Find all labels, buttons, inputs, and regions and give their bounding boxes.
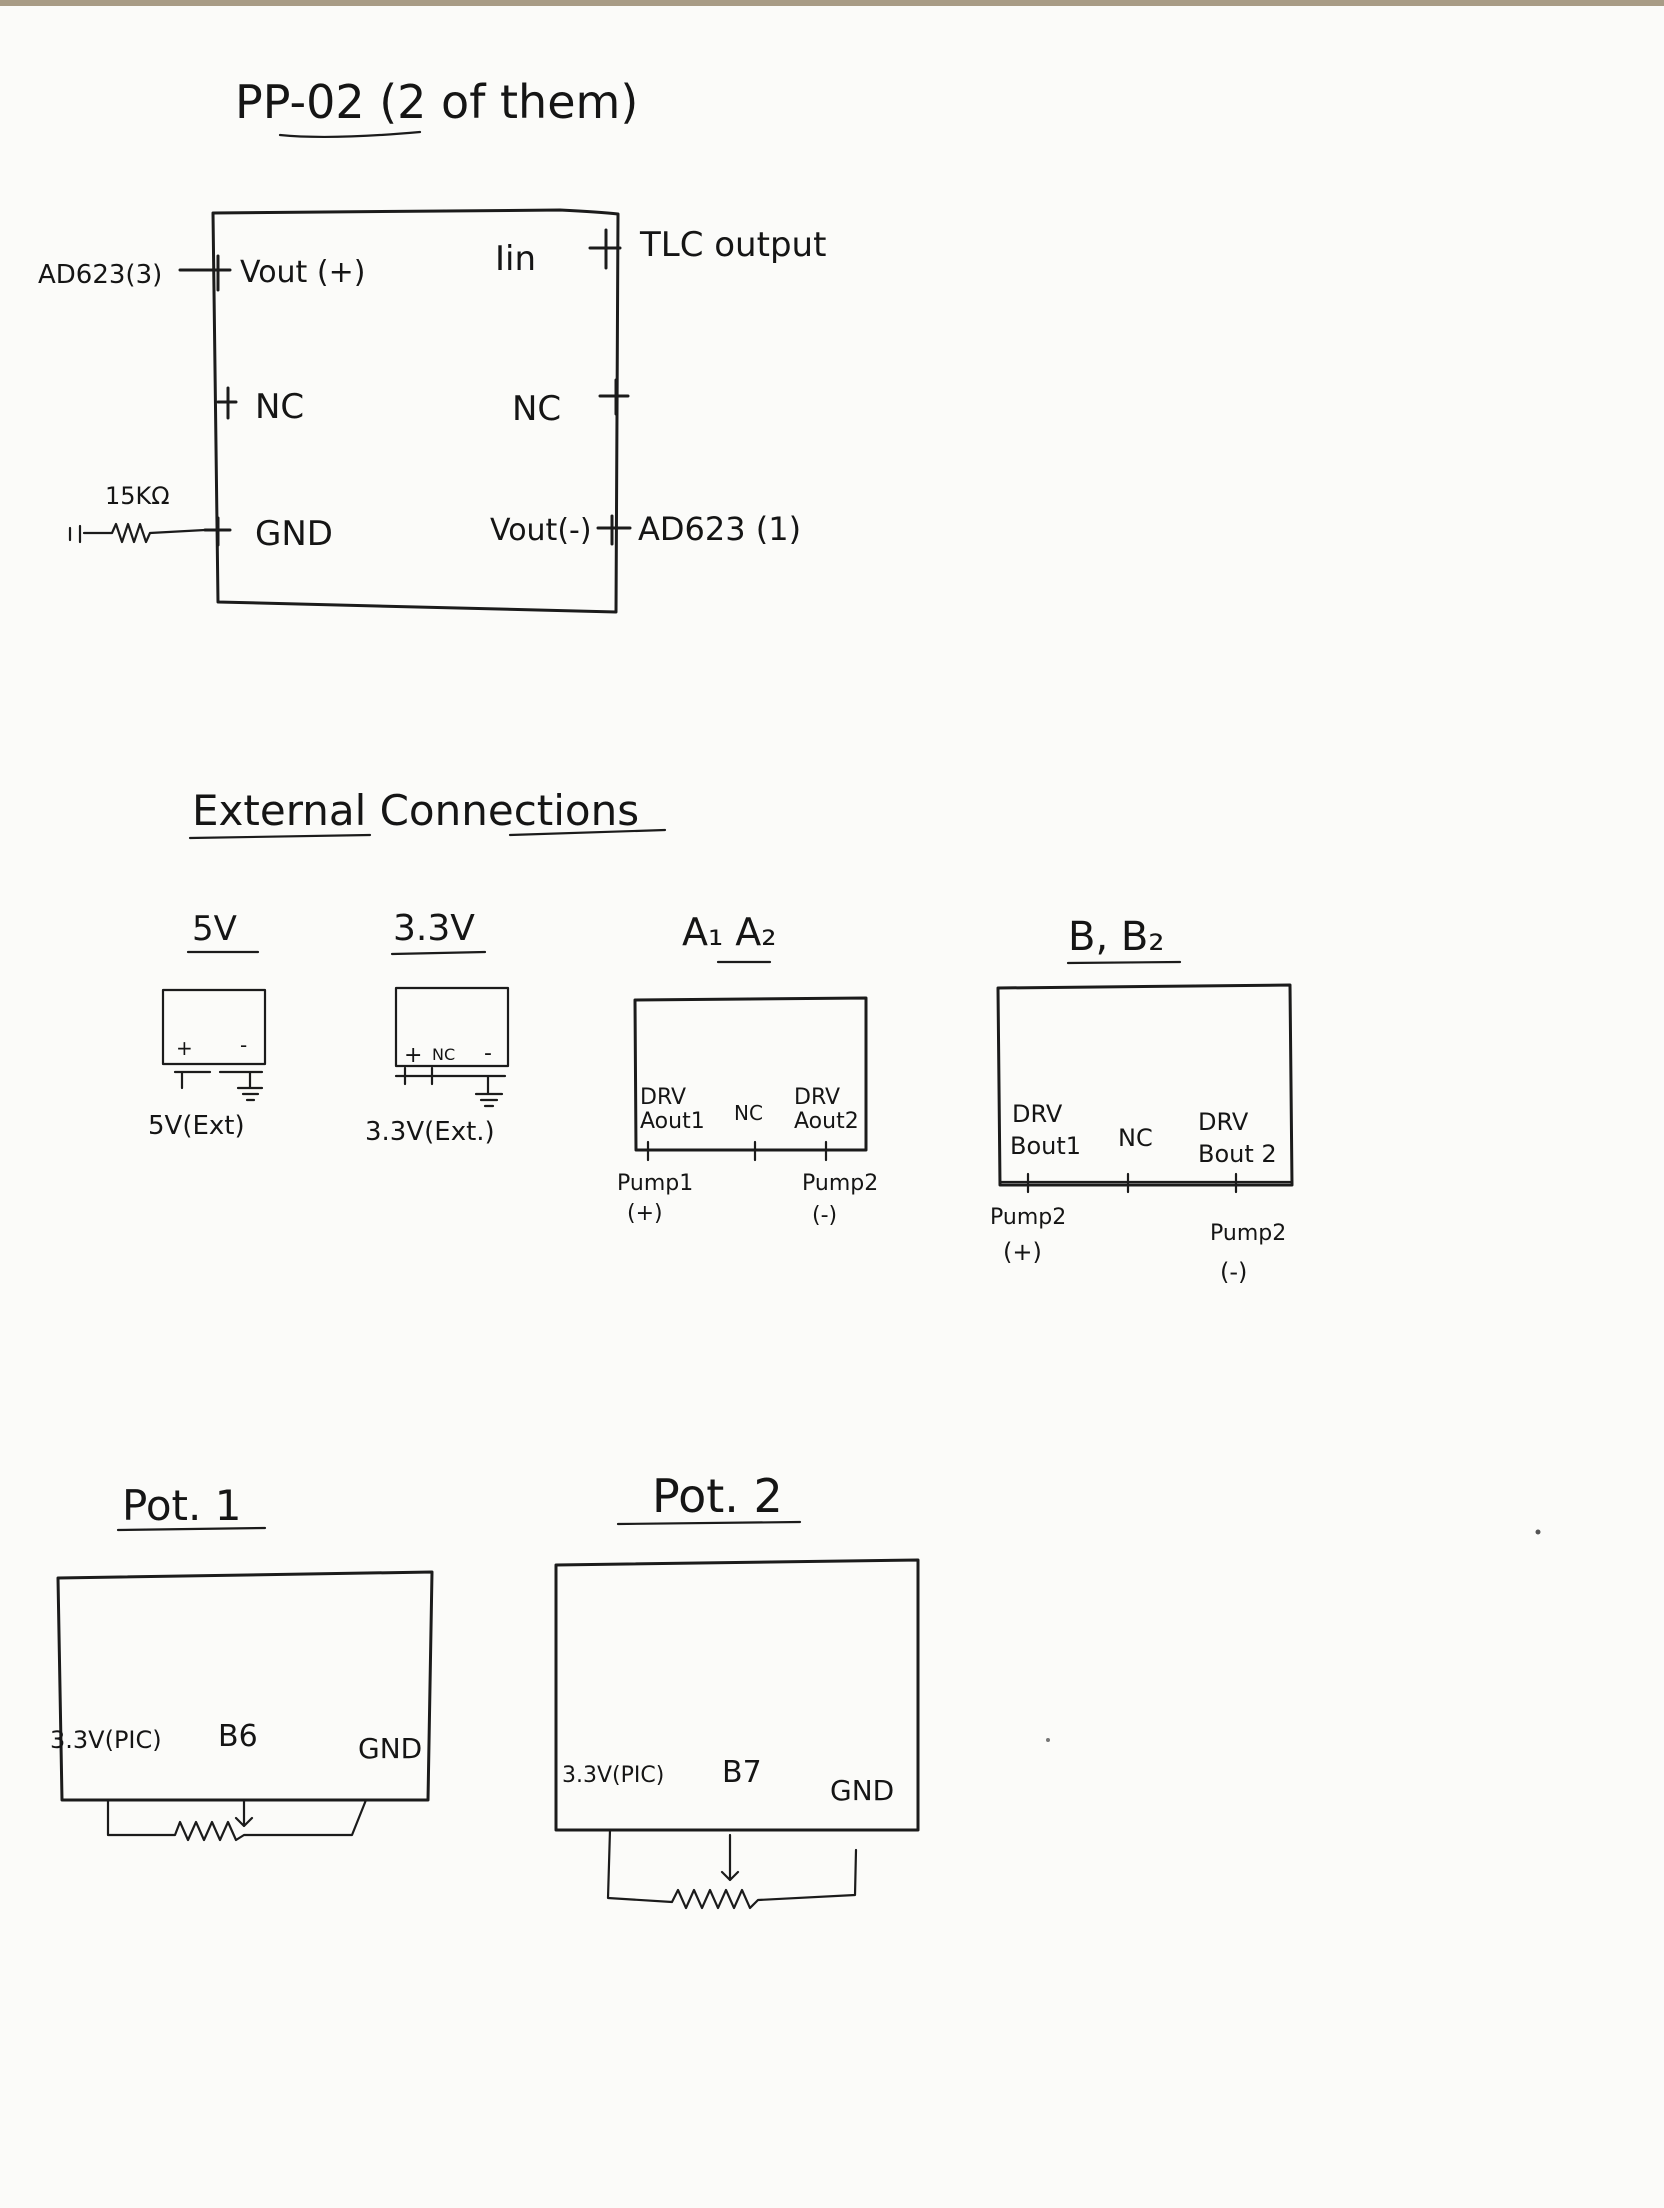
- external-heading-underline: [188, 828, 667, 840]
- pot2-left-label: 3.3V(PIC): [562, 1763, 664, 1788]
- pot2-title-underline: [616, 1520, 802, 1526]
- b-pin2-top: DRV: [1198, 1108, 1249, 1136]
- a-pin1-top: DRV: [640, 1085, 686, 1110]
- v33-title-underline: [390, 950, 487, 956]
- a-conn2-top: Pump2: [802, 1171, 878, 1196]
- pot2-title: Pot. 2: [652, 1469, 783, 1523]
- page-top-edge: [0, 0, 1664, 6]
- pin-vout-minus: Vout(-): [490, 513, 592, 548]
- label-resistor-15k: 15KΩ: [105, 482, 170, 510]
- pot1-title-underline: [116, 1526, 267, 1532]
- external-connections-section: External Connections 5V + - 5V(Ext) 3.3V…: [148, 786, 1294, 1286]
- pin-gnd-tick: [203, 516, 232, 547]
- pin-vout-plus-tick: [203, 254, 232, 292]
- pp02-section: PP-02 (2 of them) Vout (+) NC GND AD623(…: [38, 75, 826, 614]
- external-heading: External Connections: [192, 786, 639, 835]
- a-pin2-bottom: Aout2: [794, 1109, 859, 1134]
- label-ad623-1: AD623 (1): [638, 510, 801, 548]
- pin-iin-tick: [588, 228, 622, 270]
- page-title: PP-02 (2 of them): [235, 75, 638, 129]
- pot1-right-label: GND: [358, 1732, 422, 1765]
- label-ad623-3: AD623(3): [38, 260, 162, 290]
- b-title: B, B₂: [1068, 914, 1164, 960]
- v33-ext-label: 3.3V(Ext.): [365, 1117, 495, 1147]
- stray-mark: [1535, 1529, 1541, 1535]
- pot1-title: Pot. 1: [122, 1481, 241, 1530]
- pin-gnd: GND: [255, 514, 333, 554]
- pot2-potentiometer-symbol: [606, 1828, 858, 1910]
- b-pin2-bottom: Bout 2: [1198, 1140, 1277, 1168]
- a-pin1-bottom: Aout1: [640, 1109, 705, 1134]
- b-conn1-bottom: (+): [1003, 1238, 1042, 1266]
- b-conn2-top: Pump2: [1210, 1221, 1286, 1246]
- label-tlc-output: TLC output: [639, 225, 826, 265]
- pot1-block: [56, 1570, 434, 1802]
- v33-nc: NC: [432, 1045, 455, 1064]
- a-title: A₁ A₂: [682, 910, 777, 954]
- pin-nc-right-tick: [598, 378, 630, 416]
- pin-vout-plus: Vout (+): [240, 255, 365, 290]
- pin-nc-left-tick: [216, 386, 238, 420]
- pot2-section: Pot. 2 3.3V(PIC) B7 GND: [554, 1469, 920, 1910]
- b-pin-ticks: [998, 1172, 1292, 1194]
- v5-ext-label: 5V(Ext): [148, 1111, 245, 1141]
- v5-title: 5V: [192, 909, 237, 949]
- b-nc: NC: [1118, 1124, 1153, 1152]
- a-conn1-bottom: (+): [627, 1201, 663, 1226]
- b-pin1-top: DRV: [1012, 1100, 1063, 1128]
- v5-minus: -: [240, 1033, 247, 1057]
- v5-block: [161, 988, 267, 1066]
- a-nc: NC: [734, 1101, 763, 1125]
- stray-mark: [1046, 1738, 1050, 1742]
- pot2-right-label: GND: [830, 1774, 894, 1807]
- v5-ground-symbol: [173, 1070, 264, 1102]
- b-conn1-top: Pump2: [990, 1205, 1066, 1230]
- pot2-mid-label: B7: [722, 1755, 762, 1790]
- pin-iin: Iin: [495, 239, 536, 279]
- b-conn2-bottom: (-): [1220, 1258, 1247, 1286]
- pot1-section: Pot. 1 3.3V(PIC) B6 GND: [50, 1481, 434, 1842]
- b-title-underline: [1066, 960, 1182, 965]
- v33-block: [394, 986, 510, 1068]
- pin-vout-minus-tick: [596, 514, 632, 546]
- v33-ground-symbol: [394, 1066, 507, 1108]
- a-conn1-top: Pump1: [617, 1171, 693, 1196]
- pp02-block: [211, 208, 620, 614]
- pot2-block: [554, 1558, 920, 1832]
- v33-minus: -: [484, 1041, 492, 1066]
- title-underline: [278, 130, 422, 139]
- v33-plus: +: [404, 1043, 422, 1068]
- pin-nc-left: NC: [255, 387, 304, 427]
- a-pin2-top: DRV: [794, 1085, 840, 1110]
- v5-plus: +: [176, 1036, 193, 1060]
- resistor-15k-symbol: [68, 522, 207, 544]
- a-conn2-bottom: (-): [812, 1203, 837, 1228]
- v33-title: 3.3V: [393, 908, 475, 949]
- pin-nc-right: NC: [512, 389, 561, 429]
- pot1-potentiometer-symbol: [106, 1798, 368, 1842]
- pot1-left-label: 3.3V(PIC): [50, 1726, 162, 1754]
- b-pin1-bottom: Bout1: [1010, 1132, 1081, 1160]
- b-block: [996, 983, 1294, 1187]
- a-pin-ticks: [634, 1140, 868, 1162]
- pot1-mid-label: B6: [218, 1719, 258, 1754]
